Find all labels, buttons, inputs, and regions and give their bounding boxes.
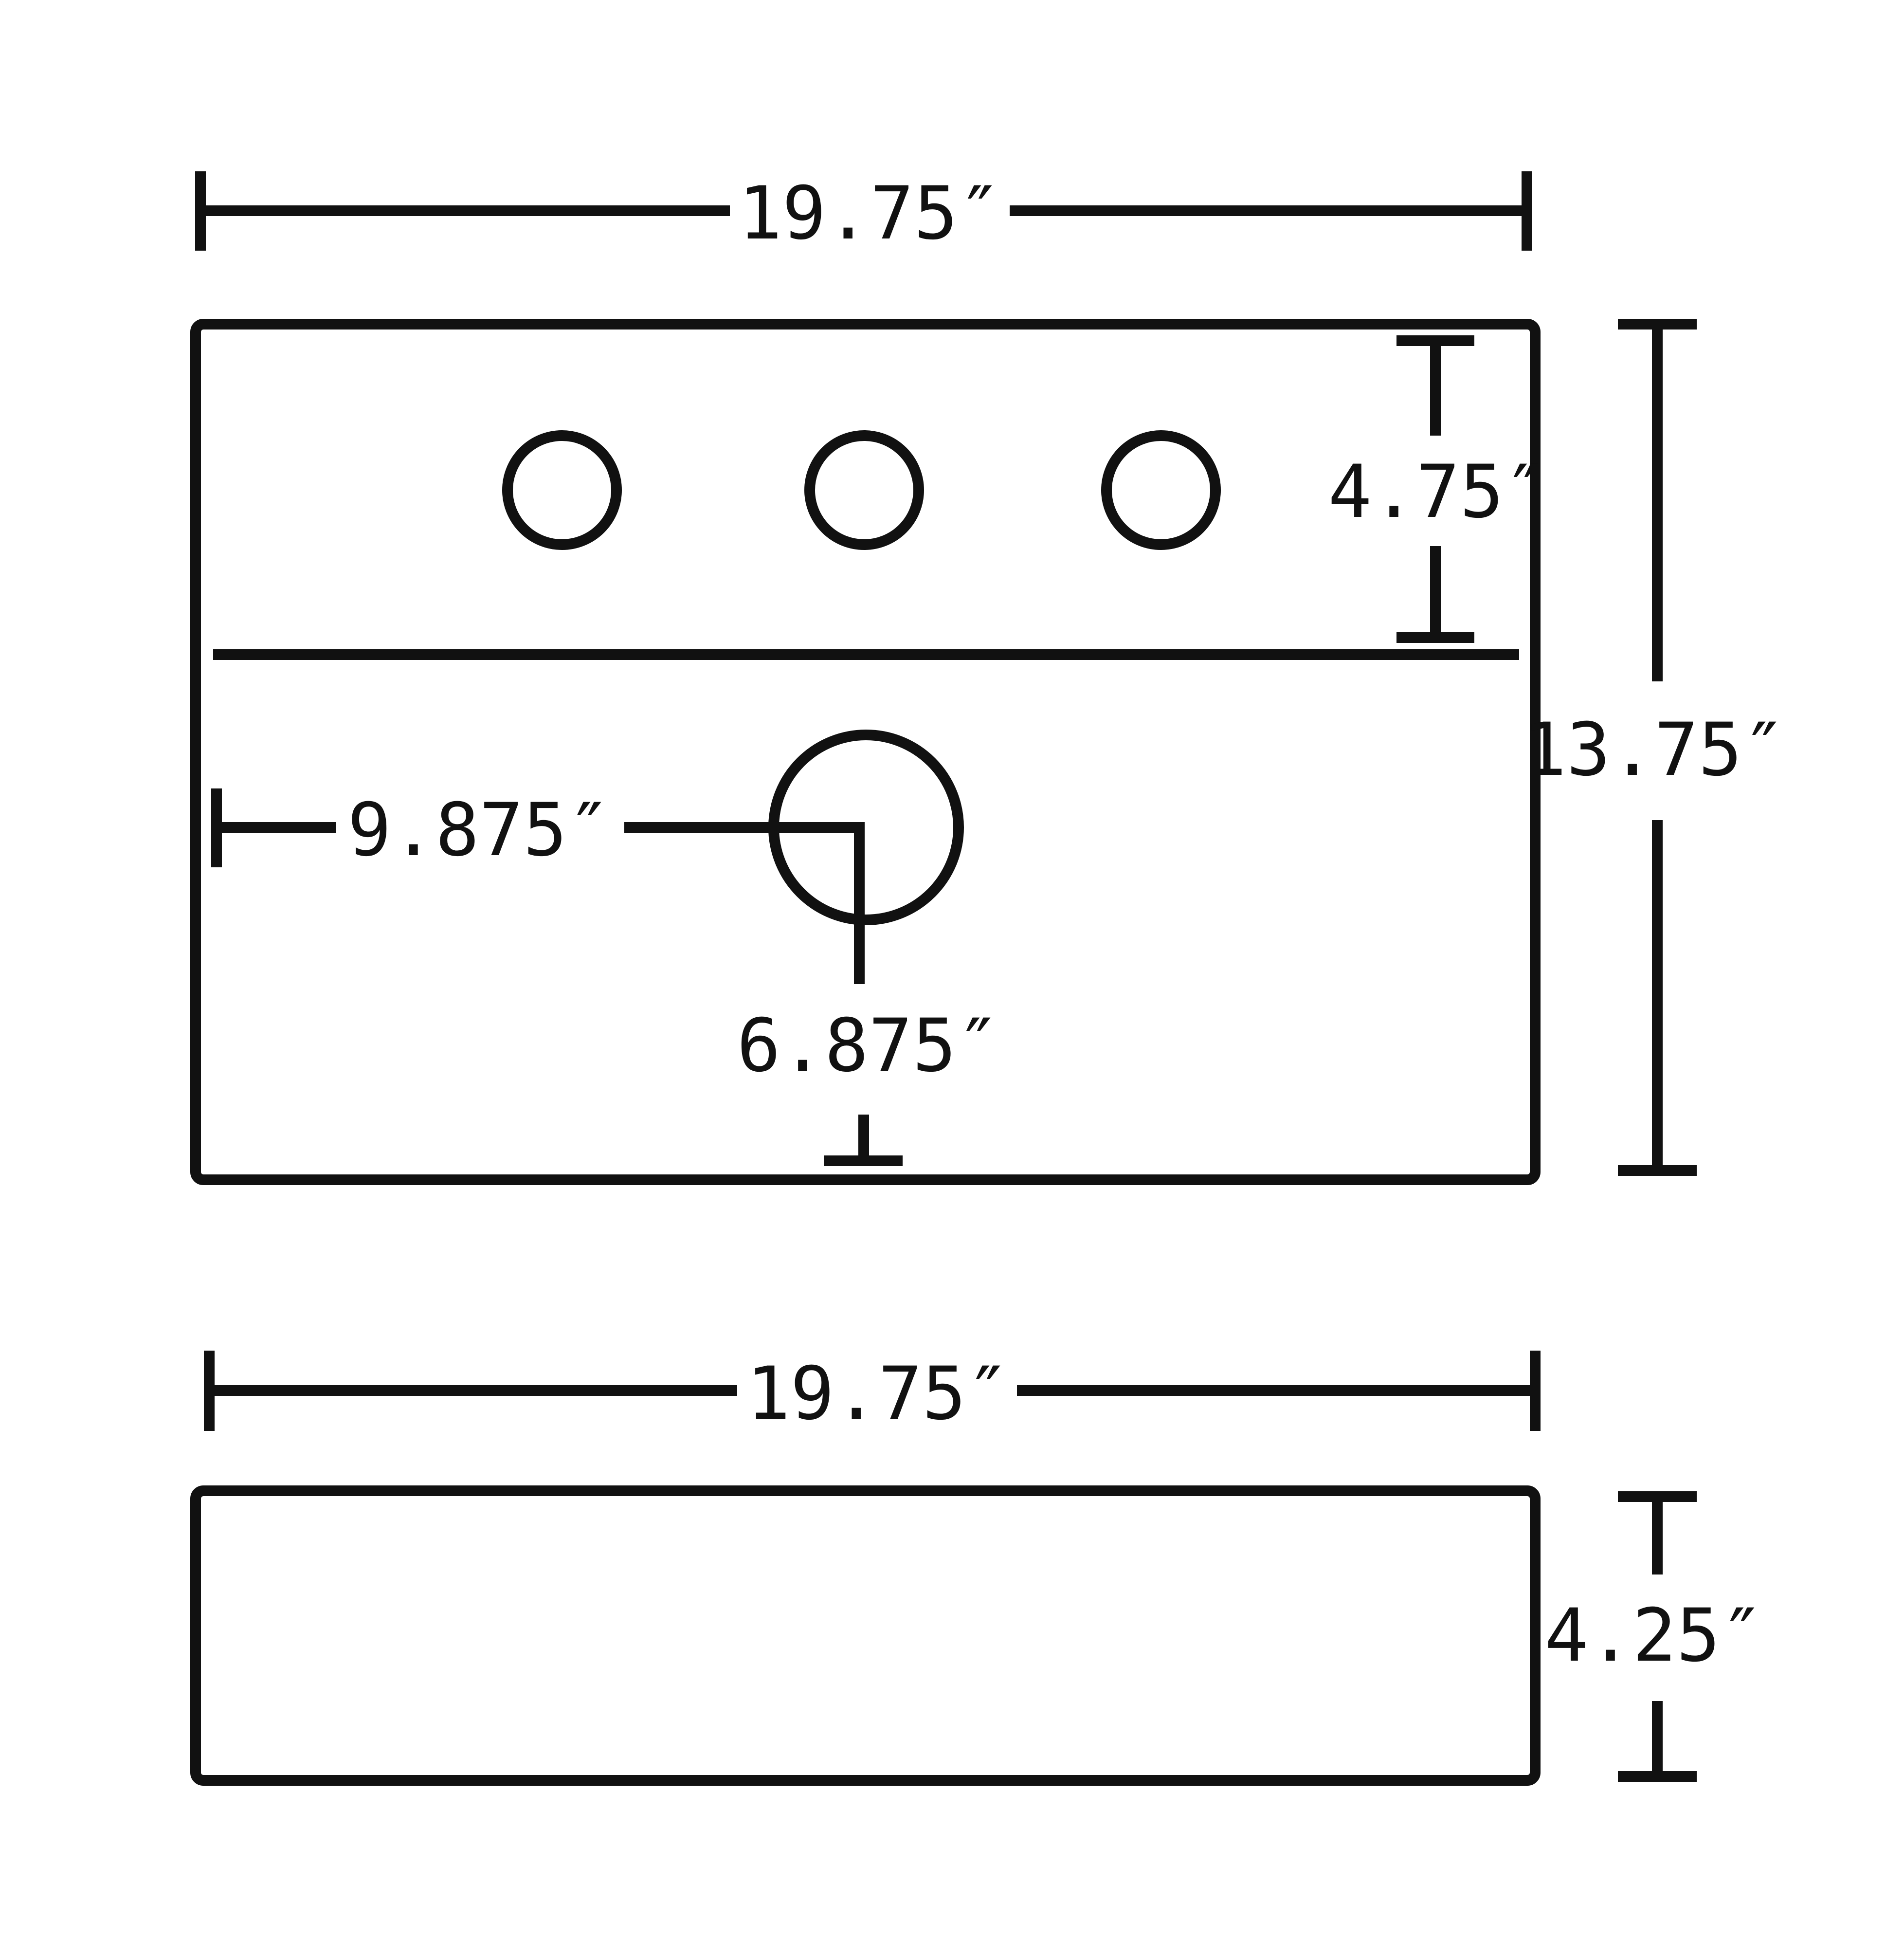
faucet-hole-right: [1101, 430, 1221, 550]
top-depth-dimension: [1618, 319, 1697, 1176]
front-height-dimension: [1618, 1491, 1697, 1782]
top-width-label: 19.75″: [738, 171, 1002, 256]
drain-left-dimension: [211, 788, 865, 984]
faucet-hole-center: [804, 430, 924, 550]
front-width-dimension: [204, 1351, 1541, 1431]
drain-front-label: 6.875″: [737, 1004, 1000, 1088]
top-width-dimension: [195, 171, 1532, 251]
top-depth-label: 13.75″: [1523, 708, 1786, 792]
front-width-label: 19.75″: [746, 1352, 1010, 1436]
faucet-hole-left: [502, 430, 622, 550]
top-view-outline: [190, 319, 1541, 1185]
drain-front-dimension: [824, 1115, 903, 1166]
drain-left-label: 9.875″: [347, 788, 611, 873]
front-view-outline: [190, 1485, 1541, 1786]
front-height-label: 4.25″: [1544, 1593, 1764, 1678]
faucet-zone-label: 4.75″: [1328, 450, 1548, 534]
faucet-zone-dimension: [1396, 335, 1474, 643]
